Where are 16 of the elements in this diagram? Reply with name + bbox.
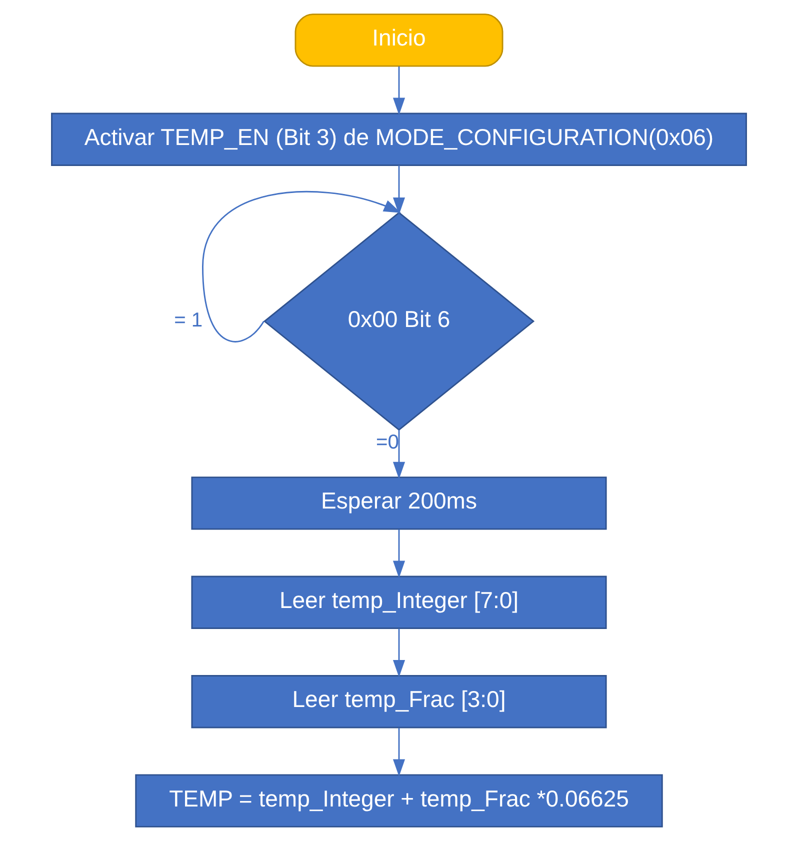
arrow (392, 728, 406, 776)
arrow (392, 66, 406, 116)
arrow (392, 529, 406, 578)
node-box: TEMP = temp_Integer + temp_Frac *0.06625 (135, 774, 663, 828)
arrow (392, 165, 406, 215)
edge-label: = 1 (174, 310, 203, 332)
arrow (392, 430, 406, 480)
node-box: Activar TEMP_EN (Bit 3) de MODE_CONFIGURATION(0x06) (51, 112, 747, 166)
arrow (392, 628, 406, 678)
node-box: Inicio (294, 14, 504, 67)
arrow (202, 190, 401, 342)
edge-label: =0 (376, 431, 399, 454)
node-box: Esperar 200ms (191, 476, 607, 530)
node-diamond: 0x00 Bit 6 (263, 212, 535, 431)
node-box: Leer temp_Integer [7:0] (191, 576, 607, 629)
node-box: Leer temp_Frac [3:0] (191, 675, 607, 728)
